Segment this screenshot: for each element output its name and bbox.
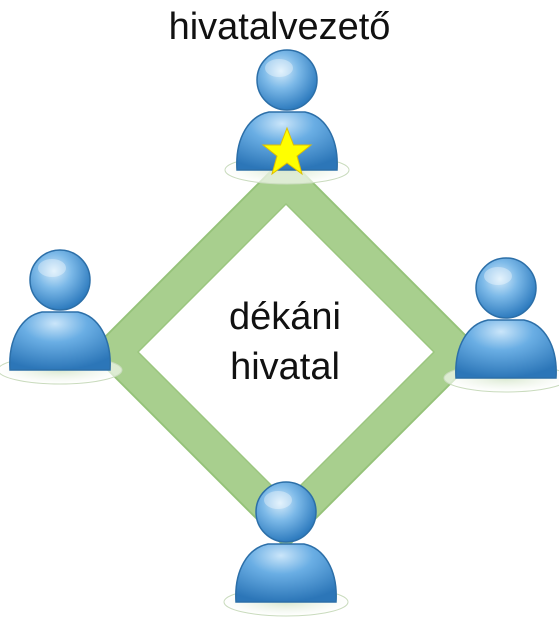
center-label-line1: dékáni (229, 296, 341, 338)
person-left (0, 249, 123, 385)
person-icon (443, 257, 559, 393)
person-icon (0, 249, 123, 385)
center-label: dékáni hivatal (200, 292, 370, 392)
person-leader (224, 49, 350, 185)
person-icon (224, 49, 350, 185)
office-ring (88, 154, 484, 550)
diagram-title: hivatalvezető (168, 6, 391, 48)
center-label-line2: hivatal (230, 346, 340, 388)
star-icon (261, 126, 313, 176)
person-right (443, 257, 559, 393)
